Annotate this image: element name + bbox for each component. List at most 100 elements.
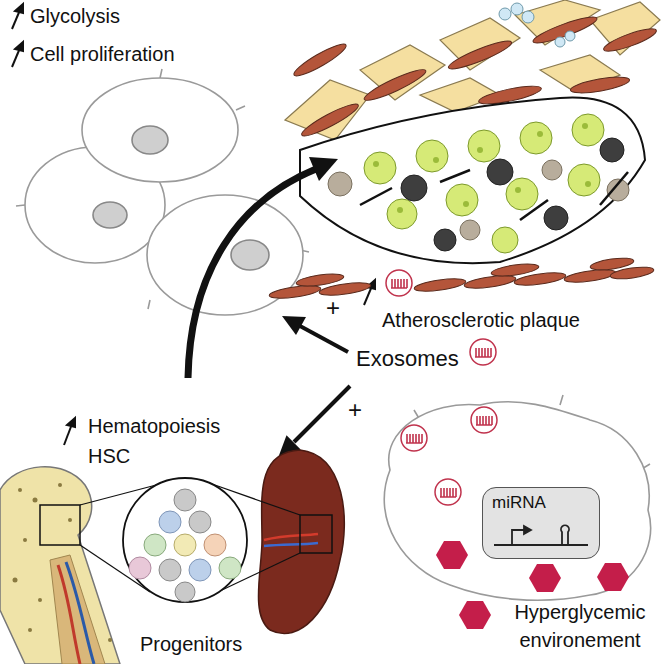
increase-arrow-part (67, 418, 75, 427)
mirna-label: miRNA (492, 493, 546, 513)
glucose-hexagon-part (529, 564, 561, 592)
spleen-part (258, 450, 344, 634)
bone-part-part (38, 598, 42, 602)
progenitor-cells-part (204, 534, 226, 556)
spleen-part (264, 534, 318, 540)
process-label: Hematopoiesis (88, 414, 220, 438)
nucleus-box: miRNA (482, 487, 600, 559)
immune-cluster-part (499, 8, 511, 20)
migration-arrow-part (188, 169, 316, 378)
bone-part (0, 467, 120, 664)
effect-label: Cell proliferation (30, 42, 175, 66)
media-smooth-muscle-part (564, 267, 617, 284)
foam-cell-spots-part (537, 131, 543, 137)
bone-part-part (18, 488, 22, 492)
bone-part (50, 555, 105, 664)
foam-cell-spots-part (373, 161, 379, 167)
apoptotic-cells-part (460, 220, 480, 240)
apoptotic-cells-part (542, 160, 562, 180)
necrotic-cells-part (487, 159, 513, 185)
exosome-arrow-part (300, 326, 348, 352)
gene-symbol-part (561, 525, 569, 545)
progenitor-cells-part (189, 511, 211, 533)
foam-cell-spots-part (585, 181, 591, 187)
progenitor-cells-part (159, 511, 181, 533)
gene-symbol (494, 525, 588, 545)
smooth-muscle-cells-part (446, 37, 514, 74)
foam-cells-part (506, 178, 538, 210)
exosome-part (470, 339, 496, 365)
bone (0, 467, 120, 664)
bone-part-part (108, 638, 112, 642)
spleen (258, 450, 344, 634)
exosome-part (471, 407, 497, 433)
macrophage-cells-part (82, 78, 238, 182)
effect-label: Glycolysis (30, 4, 120, 28)
foam-cell-spots-part (397, 207, 403, 213)
hyperglycemic-macrophage-part (482, 487, 600, 559)
progenitor-cells-part (123, 478, 247, 602)
foam-cells-part (568, 164, 600, 196)
foam-cell-spots-part (582, 123, 588, 129)
foam-cell-spots-part (515, 187, 521, 193)
foam-cell-spots-part (463, 201, 469, 207)
bone-part-part (28, 628, 32, 632)
progenitor-cells (123, 478, 247, 602)
macrophage-cells-part (132, 126, 168, 154)
progenitor-cells-part (175, 582, 195, 602)
progenitor-cells-part (159, 559, 181, 581)
apoptotic-cells (328, 160, 629, 240)
media-smooth-muscle-part (590, 256, 635, 272)
bone-part (58, 565, 80, 664)
exosome-part (435, 479, 461, 505)
condition-label: Hyperglycemic environement (500, 598, 660, 654)
plus-sign: + (348, 396, 362, 425)
foam-cells-part (468, 130, 500, 162)
apoptotic-cells-part (328, 172, 352, 196)
foam-cell-spots-part (433, 157, 439, 163)
media-smooth-muscle (269, 256, 655, 301)
smooth-muscle-cells-part (531, 13, 599, 48)
hyperglycemic-macrophage (384, 395, 650, 600)
necrotic-cells-part (401, 175, 427, 201)
cholesterol-crystals-part (360, 188, 392, 205)
cholesterol-crystals-part (440, 170, 470, 182)
immune-cluster (499, 3, 575, 47)
cholesterol-crystals-part (600, 172, 628, 205)
foam-cells-part (572, 114, 604, 146)
bone-part-part (13, 578, 18, 583)
progenitor-cells-part (189, 559, 211, 581)
plus-sign: + (326, 294, 340, 323)
endothelial-cells-part (590, 2, 660, 55)
necrotic-cells (401, 138, 624, 251)
media-smooth-muscle-part (414, 276, 467, 293)
bone-part-part (33, 498, 38, 503)
foam-cells-part (364, 152, 396, 184)
foam-cells-part (446, 184, 478, 216)
cholesterol-crystals (360, 170, 628, 220)
necrotic-cells-part (600, 138, 624, 162)
migration-arrow (188, 157, 338, 378)
plaque-core (300, 98, 645, 264)
smooth-muscle-cells-part (602, 25, 659, 55)
immune-cluster-part (555, 37, 565, 47)
foam-cell-spots (373, 123, 591, 213)
glucose-hexagon-part (436, 541, 468, 569)
immune-cluster-part (522, 11, 534, 23)
immune-cluster-part (565, 31, 575, 41)
foam-cells-part (492, 227, 518, 253)
smooth-muscle-cells-part (569, 74, 630, 96)
increase-arrow (12, 4, 375, 445)
spleen-part (264, 543, 318, 546)
bone-part-part (58, 483, 62, 487)
endothelial-cells-part (285, 80, 370, 140)
foam-cells-part (520, 122, 552, 154)
foam-cells-part (387, 199, 417, 229)
necrotic-cells-part (544, 206, 568, 230)
glucose-hexagon-part (459, 601, 491, 629)
progenitor-cells-part (129, 557, 151, 579)
progenitor-cells-part (174, 534, 196, 556)
exosome-label: Exosomes (356, 346, 459, 372)
exosome-arrow-part (294, 386, 350, 442)
